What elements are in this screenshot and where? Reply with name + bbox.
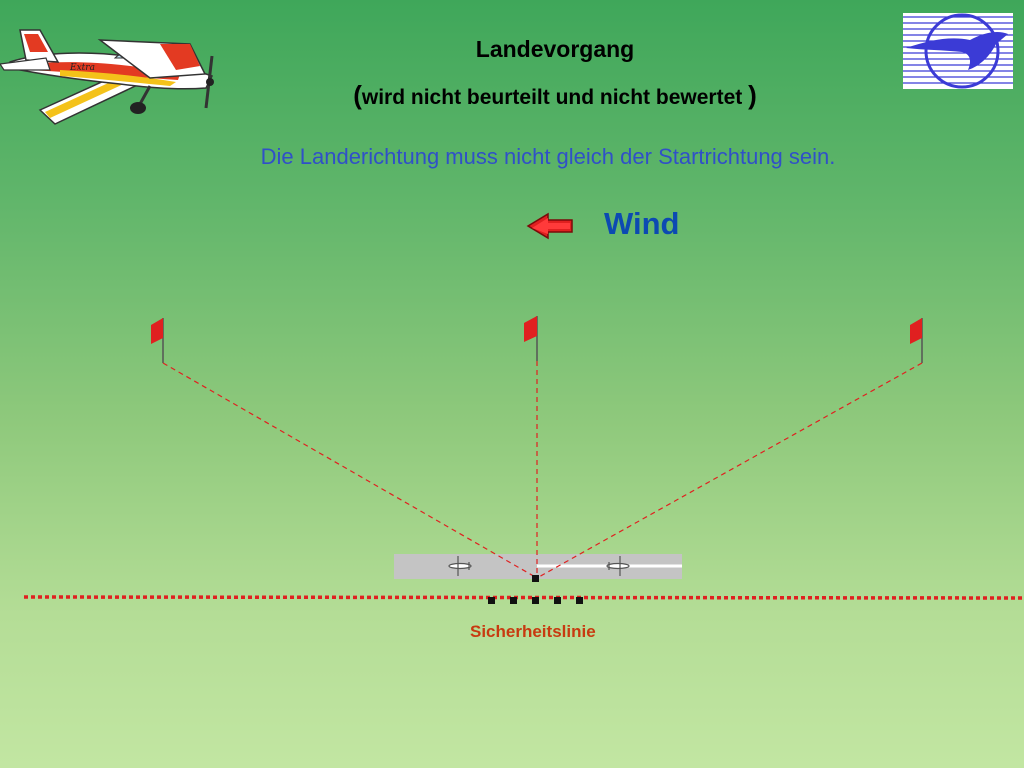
small-plane-icon [606,556,630,576]
page-title: Landevorgang [475,36,635,62]
page-subtitle: (wird nicht beurteilt und nicht bewertet… [0,80,1024,111]
safety-line [23,595,1024,600]
flag-icon [910,318,923,363]
club-logo-icon [903,13,1013,89]
subtitle-close-paren: ) [748,80,757,110]
aerobatic-plane-icon: Extra [0,29,214,125]
landing-direction-note: Die Landerichtung muss nicht gleich der … [260,144,836,169]
wind-arrow-icon [526,212,573,240]
svg-text:Extra: Extra [69,63,95,73]
subtitle-open-paren: ( [353,80,362,110]
sight-lines [162,361,923,579]
runway [394,554,682,579]
subtitle-text: wird nicht beurteilt und nicht bewertet [361,86,743,109]
pilot-position-markers [488,575,583,604]
flag-icon [151,318,164,363]
wind-label: Wind [604,206,680,241]
small-plane-icon [448,556,472,576]
safety-line-label: Sicherheitslinie [470,622,596,641]
flag-icon [524,316,538,361]
